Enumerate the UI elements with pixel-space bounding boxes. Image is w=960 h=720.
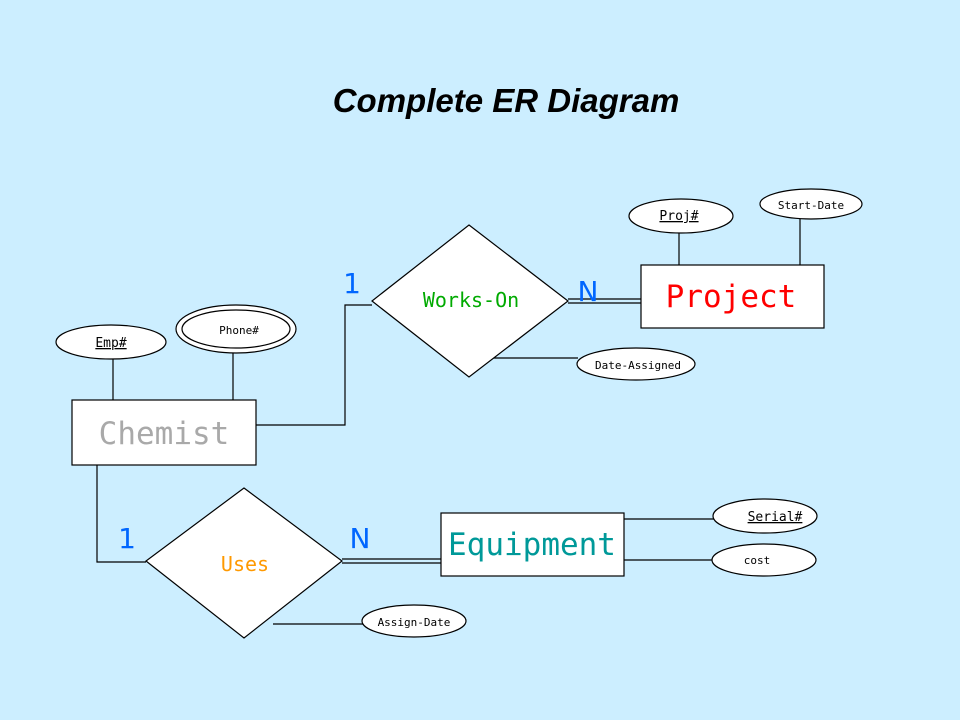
uses-diamond (145, 487, 343, 639)
cost-label: cost (744, 554, 771, 567)
start-date-label: Start-Date (778, 199, 844, 212)
project-label: Project (666, 279, 797, 315)
equipment-entity (440, 512, 625, 577)
chemist-label: Chemist (99, 416, 230, 452)
project-entity (640, 264, 825, 329)
works-on-chemist-cardinality: 1 (343, 267, 361, 300)
works-on-label: Works-On (423, 288, 519, 312)
diagram-title: Complete ER Diagram (333, 82, 680, 119)
serial-no-attribute (712, 498, 818, 534)
uses-label: Uses (221, 552, 269, 576)
uses-chemist-cardinality: 1 (118, 522, 136, 555)
connector-lines (96, 215, 801, 625)
works-on-project-cardinality: N (578, 275, 599, 308)
emp-no-label: Emp# (95, 336, 126, 351)
emp-no-attribute (55, 324, 167, 360)
double-lines (342, 298, 641, 564)
assign-date-attribute (361, 604, 467, 638)
proj-no-label: Proj# (659, 209, 698, 224)
date-assigned-label: Date-Assigned (595, 359, 681, 372)
equipment-label: Equipment (448, 527, 616, 563)
cost-attribute (711, 543, 817, 577)
proj-no-attribute (628, 198, 734, 234)
uses-equipment-cardinality: N (350, 522, 371, 555)
phone-no-label: Phone# (219, 324, 259, 337)
works-on-diamond (371, 224, 569, 378)
assign-date-label: Assign-Date (378, 616, 451, 629)
date-assigned-attribute (576, 347, 696, 381)
chemist-entity (71, 399, 257, 466)
chemist-uses-line (96, 465, 146, 563)
serial-no-label: Serial# (748, 510, 803, 525)
start-date-attribute (759, 188, 863, 220)
phone-no-attribute-inner (181, 309, 291, 349)
chemist-works-on-line (256, 304, 372, 426)
